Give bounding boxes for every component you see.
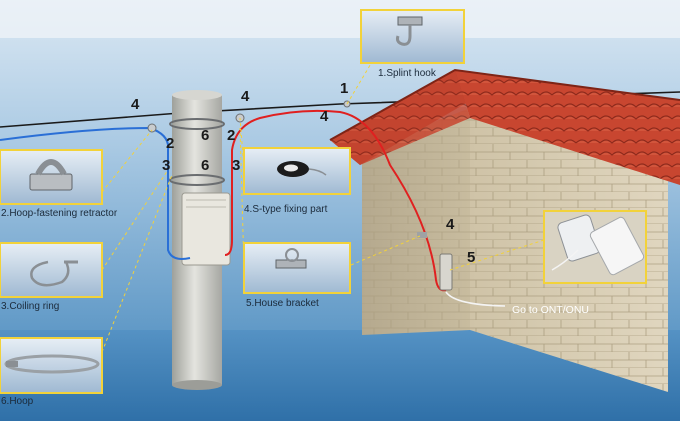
marker-4-left: 4 (131, 96, 140, 113)
callout-splint-hook-label: 1.Splint hook (378, 68, 437, 79)
callout-hoop-retractor: 2.Hoop-fastening retractor (0, 149, 118, 219)
ont-terminal-icon (551, 214, 645, 276)
leader-lines (101, 39, 545, 353)
callout-s-type: 4.S-type fixing part (243, 147, 351, 215)
blue-drop-cable (0, 126, 191, 260)
callout-ont-box (543, 210, 647, 284)
pole-hoop-lower (169, 174, 225, 186)
indoor-cable (445, 291, 506, 307)
callout-coiling-ring: 3.Coiling ring (0, 242, 103, 312)
callout-hoop: 6.Hoop (0, 337, 103, 407)
wall-box (439, 253, 453, 291)
callout-house-bracket: 5.House bracket (243, 242, 351, 309)
marker-3-right: 3 (232, 157, 240, 174)
top-band (0, 0, 680, 38)
marker-2-left: 2 (166, 135, 174, 152)
utility-pole (169, 90, 231, 390)
hoop-icon (4, 354, 100, 374)
callout-splint-hook: 1.Splint hook (360, 9, 465, 79)
marker-2-right: 2 (227, 127, 235, 144)
distribution-box (181, 192, 231, 266)
hoop-retractor-icon (29, 159, 73, 191)
ont-destination-label: Go to ONT/ONU (512, 304, 589, 316)
house-bracket-icon (275, 248, 307, 269)
marker-6-lower: 6 (201, 157, 209, 174)
callout-hoop-retractor-label: 2.Hoop-fastening retractor (1, 208, 118, 219)
number-markers: 1 2 2 3 3 4 4 4 4 5 6 6 (131, 80, 475, 266)
marker-3-left: 3 (162, 157, 170, 174)
marker-6-upper: 6 (201, 127, 209, 144)
marker-4-wire: 4 (241, 88, 250, 105)
coiling-ring-icon (30, 260, 78, 287)
marker-4-wall: 4 (446, 216, 455, 233)
splint-hook-icon (396, 16, 423, 46)
marker-1: 1 (340, 80, 348, 97)
s-type-fixing-icon (277, 161, 327, 177)
callout-house-bracket-label: 5.House bracket (246, 298, 319, 309)
callout-hoop-label: 6.Hoop (1, 396, 34, 407)
house-roof (440, 68, 680, 185)
pole-hoop-upper (169, 118, 225, 130)
red-drop-cable (224, 109, 447, 292)
marker-5: 5 (467, 249, 475, 266)
callout-s-type-label: 4.S-type fixing part (244, 204, 328, 215)
callout-coiling-ring-label: 3.Coiling ring (1, 301, 59, 312)
marker-4-roof: 4 (320, 108, 329, 125)
